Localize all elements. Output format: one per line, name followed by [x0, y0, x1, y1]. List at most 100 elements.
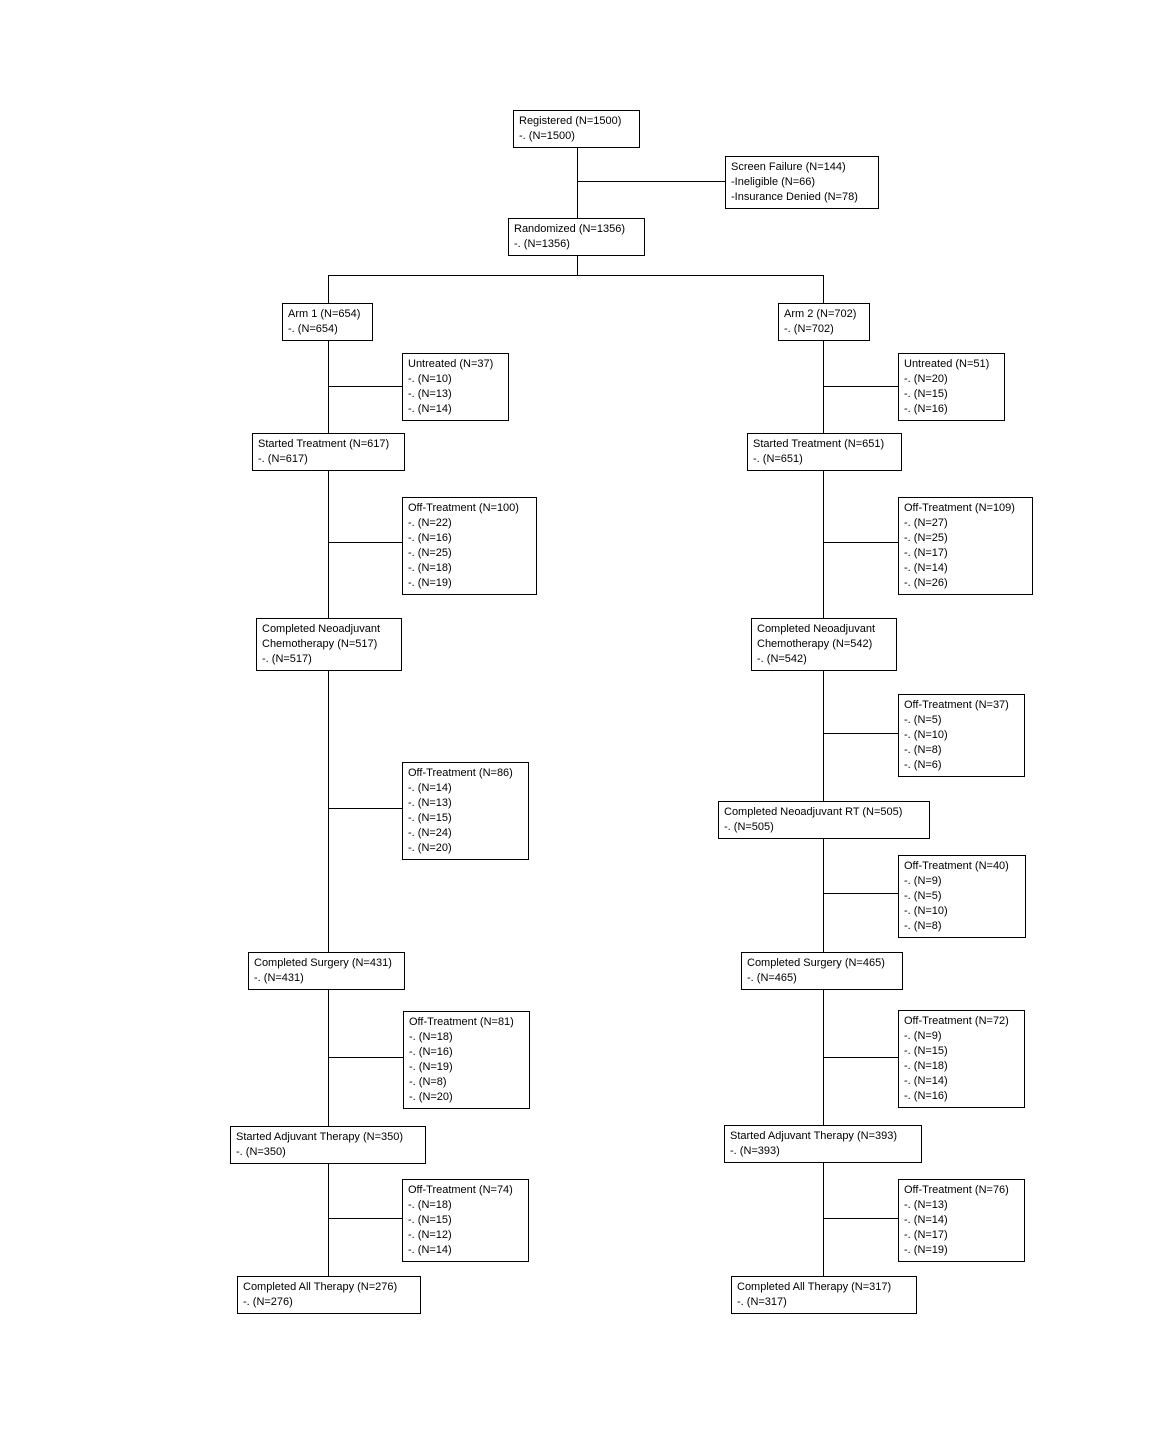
node-text: -. (N=25) — [408, 547, 452, 559]
connector-arm1-offtreatment-3 — [328, 1057, 403, 1058]
connector-arm2-offtreatment-2 — [823, 733, 898, 734]
connector-arm1-chain — [328, 275, 329, 1290]
node-arm2-started-adjuvant-therapy: Started Adjuvant Therapy (N=393) -. (N=3… — [724, 1125, 922, 1163]
node-text: Completed Surgery (N=465) — [747, 957, 885, 969]
node-arm2-completed-neoadjuvant-rt: Completed Neoadjuvant RT (N=505) -. (N=5… — [718, 801, 930, 839]
node-text: -. (N=18) — [408, 1199, 452, 1211]
node-text: -. (N=6) — [904, 759, 942, 771]
node-arm2: Arm 2 (N=702) -. (N=702) — [778, 303, 870, 341]
node-text: -. (N=18) — [409, 1031, 453, 1043]
node-arm1-off-treatment-1: Off-Treatment (N=100) -. (N=22) -. (N=16… — [402, 497, 537, 595]
node-text: -. (N=617) — [258, 453, 308, 465]
node-text: -. (N=14) — [408, 1244, 452, 1256]
node-text: Registered (N=1500) — [519, 115, 622, 127]
node-arm1-started-adjuvant-therapy: Started Adjuvant Therapy (N=350) -. (N=3… — [230, 1126, 426, 1164]
node-arm1-untreated: Untreated (N=37) -. (N=10) -. (N=13) -. … — [402, 353, 509, 421]
node-text: -. (N=13) — [408, 797, 452, 809]
node-arm2-completed-neoadjuvant-chemo: Completed Neoadjuvant Chemotherapy (N=54… — [751, 618, 897, 671]
connector-arm1-offtreatment-2 — [328, 808, 402, 809]
node-text: -. (N=14) — [408, 782, 452, 794]
node-text: -. (N=317) — [737, 1296, 787, 1308]
node-text: -. (N=9) — [904, 1030, 942, 1042]
node-text: -. (N=24) — [408, 827, 452, 839]
node-text: -. (N=22) — [408, 517, 452, 529]
node-text: -. (N=542) — [757, 653, 807, 665]
connector-registered-randomized — [577, 128, 578, 236]
node-text: -. (N=18) — [408, 562, 452, 574]
connector-arm2-offtreatment-5 — [823, 1218, 898, 1219]
node-arm2-off-treatment-5: Off-Treatment (N=76) -. (N=13) -. (N=14)… — [898, 1179, 1025, 1262]
node-arm2-started-treatment: Started Treatment (N=651) -. (N=651) — [747, 433, 902, 471]
node-text: -. (N=654) — [288, 323, 338, 335]
node-text: -. (N=14) — [904, 1075, 948, 1087]
node-text: -Insurance Denied (N=78) — [731, 191, 858, 203]
node-text: -. (N=10) — [904, 729, 948, 741]
node-text: -. (N=1500) — [519, 130, 575, 142]
node-text: -. (N=276) — [243, 1296, 293, 1308]
node-text: -Ineligible (N=66) — [731, 176, 816, 188]
node-text: -. (N=14) — [904, 1214, 948, 1226]
node-text: -. (N=25) — [904, 532, 948, 544]
connector-arm2-offtreatment-4 — [823, 1057, 898, 1058]
node-text: -. (N=19) — [409, 1061, 453, 1073]
node-text: Off-Treatment (N=81) — [409, 1016, 514, 1028]
node-text: -. (N=350) — [236, 1146, 286, 1158]
connector-arm2-offtreatment-3 — [823, 893, 898, 894]
node-text: Off-Treatment (N=37) — [904, 699, 1009, 711]
node-text: Started Adjuvant Therapy (N=393) — [730, 1130, 898, 1142]
node-text: -. (N=16) — [904, 403, 948, 415]
node-text: -. (N=702) — [784, 323, 834, 335]
node-text: -. (N=5) — [904, 714, 942, 726]
node-text: Completed Neoadjuvant RT (N=505) — [724, 806, 903, 818]
node-arm2-off-treatment-4: Off-Treatment (N=72) -. (N=9) -. (N=15) … — [898, 1010, 1025, 1108]
node-text: -. (N=393) — [730, 1145, 780, 1157]
node-text: Chemotherapy (N=542) — [757, 638, 873, 650]
node-text: -. (N=505) — [724, 821, 774, 833]
node-text: -. (N=5) — [904, 890, 942, 902]
node-text: -. (N=13) — [408, 388, 452, 400]
node-text: -. (N=18) — [904, 1060, 948, 1072]
node-arm2-off-treatment-2: Off-Treatment (N=37) -. (N=5) -. (N=10) … — [898, 694, 1025, 777]
node-text: Off-Treatment (N=72) — [904, 1015, 1009, 1027]
node-text: -. (N=20) — [409, 1091, 453, 1103]
node-arm1-completed-all-therapy: Completed All Therapy (N=276) -. (N=276) — [237, 1276, 421, 1314]
node-text: Screen Failure (N=144) — [731, 161, 846, 173]
connector-screen-failure — [577, 181, 725, 182]
node-text: Arm 1 (N=654) — [288, 308, 361, 320]
node-text: Off-Treatment (N=86) — [408, 767, 513, 779]
node-text: Off-Treatment (N=40) — [904, 860, 1009, 872]
node-text: -. (N=15) — [408, 812, 452, 824]
connector-arm2-chain — [823, 275, 824, 1290]
node-arm1-off-treatment-2: Off-Treatment (N=86) -. (N=14) -. (N=13)… — [402, 762, 529, 860]
node-text: -. (N=19) — [408, 577, 452, 589]
node-text: -. (N=14) — [408, 403, 452, 415]
node-text: -. (N=16) — [409, 1046, 453, 1058]
node-text: Chemotherapy (N=517) — [262, 638, 378, 650]
node-screen-failure: Screen Failure (N=144) -Ineligible (N=66… — [725, 156, 879, 209]
node-text: -. (N=26) — [904, 577, 948, 589]
node-text: Off-Treatment (N=76) — [904, 1184, 1009, 1196]
node-text: -. (N=20) — [408, 842, 452, 854]
node-text: -. (N=16) — [904, 1090, 948, 1102]
node-text: -. (N=1356) — [514, 238, 570, 250]
node-text: -. (N=8) — [904, 744, 942, 756]
node-text: -. (N=14) — [904, 562, 948, 574]
node-text: Untreated (N=37) — [408, 358, 494, 370]
node-arm2-completed-surgery: Completed Surgery (N=465) -. (N=465) — [741, 952, 903, 990]
node-text: -. (N=27) — [904, 517, 948, 529]
node-text: Off-Treatment (N=74) — [408, 1184, 513, 1196]
node-text: Started Treatment (N=651) — [753, 438, 885, 450]
node-text: -. (N=16) — [408, 532, 452, 544]
node-text: Arm 2 (N=702) — [784, 308, 857, 320]
node-text: -. (N=15) — [904, 388, 948, 400]
node-text: -. (N=17) — [904, 1229, 948, 1241]
node-text: -. (N=8) — [409, 1076, 447, 1088]
node-text: Completed All Therapy (N=276) — [243, 1281, 398, 1293]
node-text: -. (N=431) — [254, 972, 304, 984]
node-text: -. (N=10) — [408, 373, 452, 385]
node-arm2-off-treatment-1: Off-Treatment (N=109) -. (N=27) -. (N=25… — [898, 497, 1033, 595]
node-arm1-completed-neoadjuvant-chemo: Completed Neoadjuvant Chemotherapy (N=51… — [256, 618, 402, 671]
node-text: -. (N=517) — [262, 653, 312, 665]
node-text: Started Adjuvant Therapy (N=350) — [236, 1131, 404, 1143]
